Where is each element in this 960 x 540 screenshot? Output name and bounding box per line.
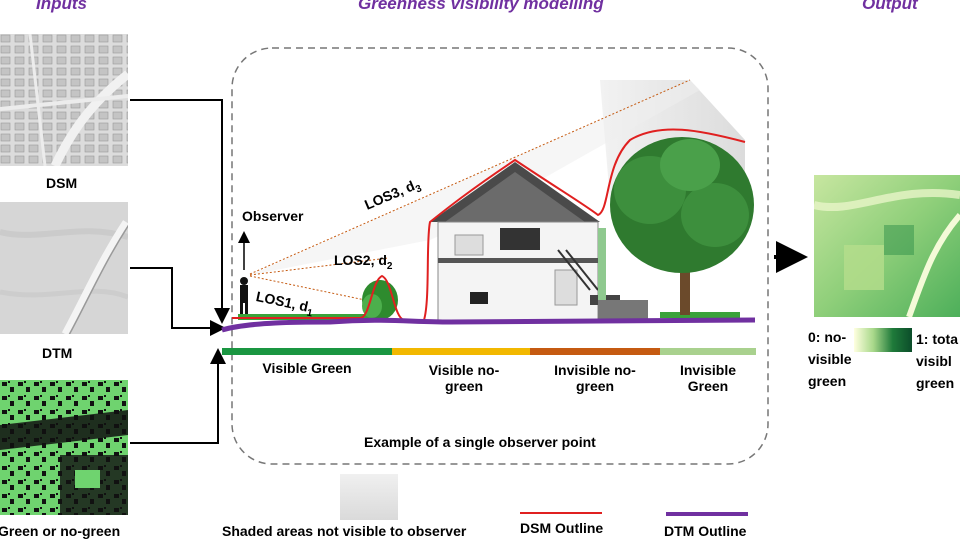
- dtm-connector-arrow: [130, 267, 226, 336]
- dsm-outline-line: [232, 128, 746, 321]
- los2-line: [249, 257, 389, 276]
- segment-invisible-no-green-label: Invisible no-green: [554, 362, 636, 394]
- los2-label: LOS2, d2: [334, 252, 393, 272]
- model-frame: [231, 47, 769, 465]
- legend-dtm-line: [666, 512, 748, 516]
- los3-line: [249, 79, 691, 275]
- green-label: Green or no-green: [0, 523, 121, 539]
- segment-visible-green-label: Visible Green: [262, 360, 352, 376]
- legend-shaded-label: Shaded areas not visible to observer: [222, 523, 467, 539]
- dtm-label: DTM: [42, 345, 73, 361]
- segment-visible-no-green-bar: [392, 348, 530, 355]
- segment-invisible-no-green-bar: [530, 348, 660, 355]
- inputs-title: Inputs: [36, 0, 87, 13]
- observer-label: Observer: [242, 208, 304, 224]
- dtm-outline-line: [221, 317, 756, 333]
- dsm-image: [0, 34, 128, 166]
- bush: [362, 280, 398, 320]
- segment-visible-no-green-label: Visible no-green: [428, 362, 500, 394]
- green-mask-image: [0, 380, 128, 515]
- green-connector-arrow: [130, 348, 226, 444]
- los1-line: [249, 275, 366, 301]
- observer-figure: [240, 277, 248, 317]
- dsm-label: DSM: [46, 175, 78, 191]
- house: [430, 162, 648, 321]
- dsm-connector-arrow: [130, 99, 230, 324]
- tree: [610, 137, 754, 315]
- legend-dsm-label: DSM Outline: [520, 520, 604, 536]
- segment-visible-green-bar: [222, 348, 392, 355]
- segment-invisible-green-bar: [660, 348, 756, 355]
- legend-dsm-line: [520, 512, 602, 514]
- output-map: [814, 175, 960, 317]
- scene-caption: Example of a single observer point: [364, 434, 596, 450]
- modelling-title: Greenness visibility modelling: [358, 0, 604, 13]
- dtm-image: [0, 202, 128, 334]
- legend-dtm-label: DTM Outline: [664, 523, 747, 539]
- legend-shaded-swatch: [340, 474, 398, 520]
- output-colorbar: [854, 328, 912, 352]
- output-title: Output: [862, 0, 918, 13]
